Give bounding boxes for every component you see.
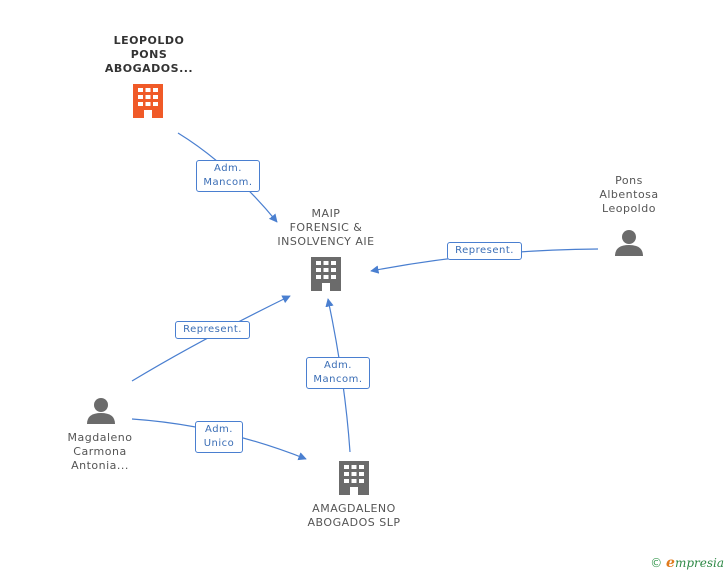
brand-footer: © empresia: [650, 555, 724, 571]
brand-logo: empresia: [666, 555, 724, 571]
edge-label-adm-mancom: Adm. Mancom.: [306, 357, 370, 389]
building-icon[interactable]: [339, 461, 369, 495]
edge-label-represent: Represent.: [447, 242, 522, 260]
person-icon[interactable]: [87, 398, 115, 424]
edge-magdaleno-to-maip: [131, 295, 291, 382]
node-label-pons[interactable]: Pons Albentosa Leopoldo: [599, 174, 659, 215]
node-label-magdaleno[interactable]: Magdaleno Carmona Antonia...: [67, 431, 133, 472]
edge-label-represent: Represent.: [175, 321, 250, 339]
person-icon[interactable]: [615, 230, 643, 256]
building-icon[interactable]: [311, 257, 341, 291]
edge-label-adm-mancom: Adm. Mancom.: [196, 160, 260, 192]
edge-label-adm-unico: Adm. Unico: [195, 421, 243, 453]
node-label-leopoldo[interactable]: LEOPOLDO PONS ABOGADOS...: [104, 34, 194, 75]
node-label-maip[interactable]: MAIP FORENSIC & INSOLVENCY AIE: [277, 207, 375, 248]
building-icon[interactable]: [133, 84, 163, 118]
copyright-symbol: ©: [650, 556, 663, 570]
node-label-amagdaleno[interactable]: AMAGDALENO ABOGADOS SLP: [307, 502, 401, 529]
